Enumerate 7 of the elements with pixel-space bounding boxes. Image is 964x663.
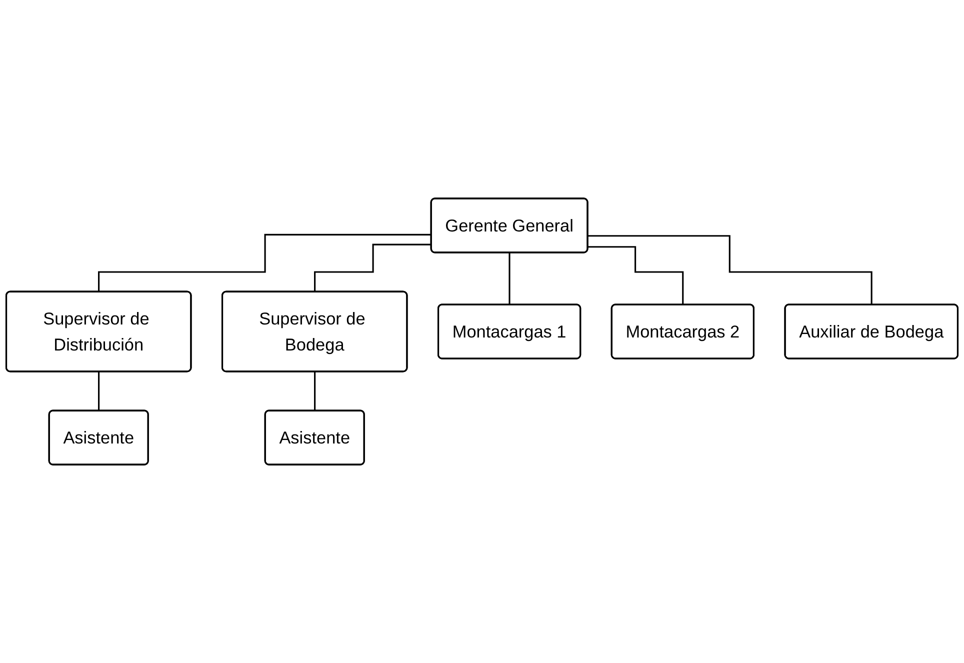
connector: [508, 252, 510, 306]
connector: [588, 246, 684, 306]
connector: [314, 244, 432, 293]
connector: [98, 234, 432, 293]
connector: [588, 235, 873, 306]
connector: [314, 371, 316, 412]
connector: [98, 371, 100, 412]
